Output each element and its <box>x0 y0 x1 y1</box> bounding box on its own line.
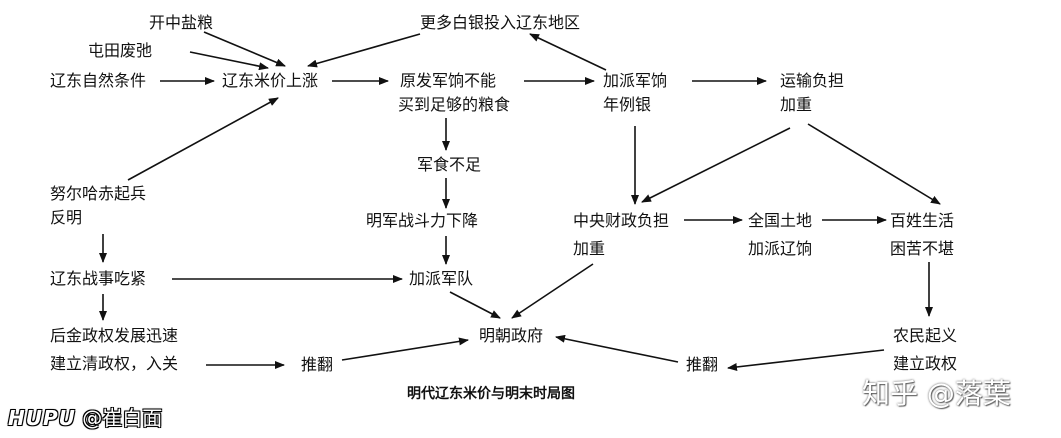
node-war-tense-text: 辽东战事吃紧 <box>50 269 147 288</box>
hupu-user: @崔白面 <box>82 406 163 430</box>
arrow-peasant-to-overthrow <box>727 349 885 371</box>
node-nurhaci: 努尔哈赤起兵 反明 <box>50 186 146 226</box>
arrow-transport-to-central <box>641 127 791 203</box>
node-more-silver-text: 更多白银投入辽东地区 <box>420 13 581 32</box>
node-people-line2: 困苦不堪 <box>890 239 955 258</box>
node-overthrow-left-text: 推翻 <box>301 355 334 374</box>
node-nurhaci-line1: 努尔哈赤起兵 <box>50 184 147 203</box>
node-food-short-text: 军食不足 <box>417 155 482 174</box>
arrow-silver-to-price <box>307 33 421 68</box>
node-overthrow-right: 推翻 <box>686 357 718 373</box>
node-extra-silver-line2: 年例银 <box>603 95 652 114</box>
node-liao-levy-line1: 全国土地 <box>748 211 813 230</box>
node-people-line1: 百姓生活 <box>890 211 955 230</box>
node-tuntian: 屯田废弛 <box>88 43 152 59</box>
node-people: 百姓生活 困苦不堪 <box>890 213 954 257</box>
node-ming-gov: 明朝政府 <box>479 328 543 344</box>
node-liao-levy-line2: 加派辽饷 <box>748 239 813 258</box>
arrow-overthrow-to-ming-left <box>341 337 469 361</box>
node-rice-price-text: 辽东米价上涨 <box>222 71 319 90</box>
node-cannot-buy: 原发军饷不能 买到足够的粮食 <box>398 73 510 113</box>
node-later-jin-line1: 后金政权发展迅速 <box>50 326 179 345</box>
node-peasant-line2: 建立政权 <box>893 354 958 373</box>
node-more-troops-text: 加派军队 <box>409 269 474 288</box>
node-later-jin-line2: 建立清政权，入关 <box>50 354 179 373</box>
node-food-short: 军食不足 <box>417 157 481 173</box>
node-liao-levy: 全国土地 加派辽饷 <box>748 213 812 257</box>
hupu-watermark: HUPU @崔白面 <box>8 402 162 431</box>
zhihu-watermark: 知乎 @落葉 <box>862 377 1011 410</box>
node-more-troops: 加派军队 <box>409 271 473 287</box>
node-ming-gov-text: 明朝政府 <box>479 326 544 345</box>
arrow-kaizhong-to-price <box>203 31 286 67</box>
node-cannot-buy-line1: 原发军饷不能 <box>400 71 497 90</box>
node-natural-text: 辽东自然条件 <box>50 71 147 90</box>
node-transport-line1: 运输负担 <box>780 71 845 90</box>
node-more-silver: 更多白银投入辽东地区 <box>420 15 580 31</box>
node-overthrow-left: 推翻 <box>301 357 333 373</box>
node-fighting-text: 明军战斗力下降 <box>366 211 479 230</box>
arrow-transport-to-people <box>807 123 941 205</box>
hupu-brand: HUPU <box>8 406 76 430</box>
node-extra-silver: 加派军饷 年例银 <box>603 73 667 113</box>
node-transport-line2: 加重 <box>780 95 813 114</box>
node-kaizhong: 开中盐粮 <box>149 15 213 31</box>
arrow-moretroops-to-ming <box>449 291 501 319</box>
arrow-nurhaci-to-price <box>127 97 279 181</box>
node-central-finance: 中央财政负担 加重 <box>573 213 669 257</box>
node-nurhaci-line2: 反明 <box>50 208 83 227</box>
node-cannot-buy-line2: 买到足够的粮食 <box>398 95 511 114</box>
node-war-tense: 辽东战事吃紧 <box>50 271 146 287</box>
node-central-finance-line1: 中央财政负担 <box>573 211 670 230</box>
node-natural: 辽东自然条件 <box>50 73 146 89</box>
arrow-extrasilver-to-silver <box>529 33 607 71</box>
node-overthrow-right-text: 推翻 <box>686 355 719 374</box>
arrow-tuntian-to-price <box>189 51 269 71</box>
node-peasant: 农民起义 建立政权 <box>893 328 957 372</box>
node-peasant-line1: 农民起义 <box>893 326 958 345</box>
diagram-caption: 明代辽东米价与明末时局图 <box>407 386 575 402</box>
node-later-jin: 后金政权发展迅速 建立清政权，入关 <box>50 328 178 372</box>
node-extra-silver-line1: 加派军饷 <box>603 71 668 90</box>
node-central-finance-line2: 加重 <box>573 239 606 258</box>
node-fighting: 明军战斗力下降 <box>366 213 478 229</box>
node-tuntian-text: 屯田废弛 <box>88 41 153 60</box>
arrow-overthrow-to-ming-right <box>555 334 679 363</box>
arrow-central-to-ming <box>511 263 594 319</box>
node-kaizhong-text: 开中盐粮 <box>149 13 214 32</box>
node-transport: 运输负担 加重 <box>780 73 844 113</box>
node-rice-price: 辽东米价上涨 <box>222 73 318 89</box>
